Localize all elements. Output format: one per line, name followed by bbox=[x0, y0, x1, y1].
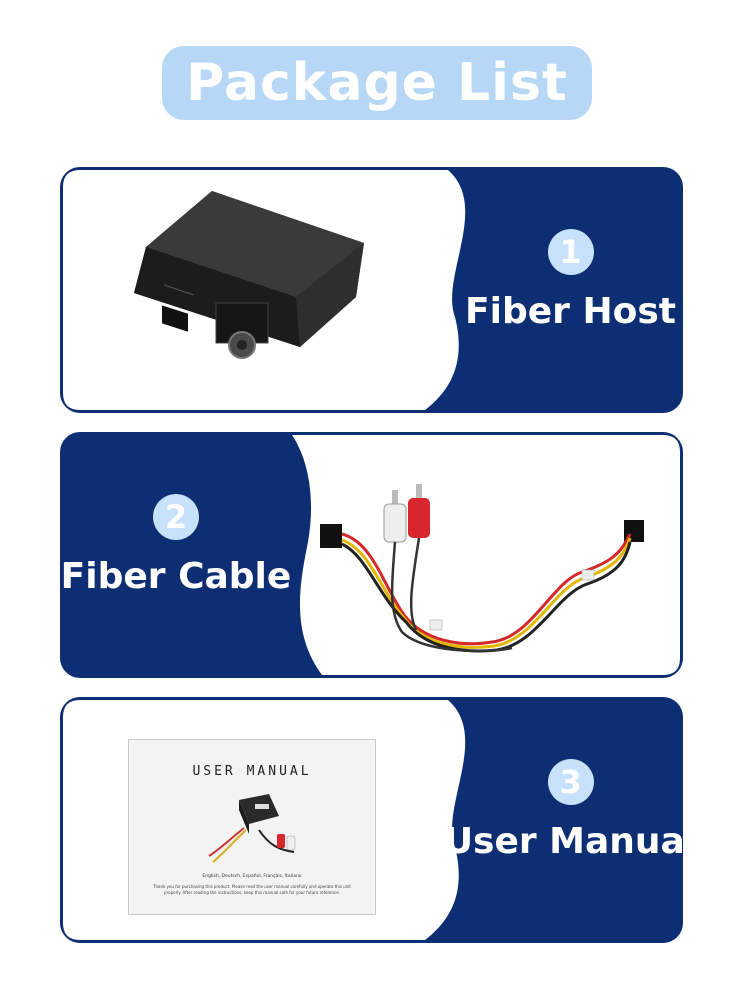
package-list-banner: Package List bbox=[162, 46, 592, 120]
item-label-2: 2 Fiber Cable bbox=[60, 494, 292, 597]
item-title: Fiber Cable bbox=[60, 556, 292, 597]
user-manual-image: USER MANUAL English, Deutsch, Español, F… bbox=[128, 739, 376, 915]
package-item-fiber-host: 1 Fiber Host bbox=[60, 167, 683, 413]
fiber-cable-image bbox=[320, 484, 644, 653]
card-white-area bbox=[292, 435, 680, 675]
number-badge: 1 bbox=[547, 229, 594, 275]
item-label-3: 3 User Manual bbox=[444, 759, 683, 862]
page-title: Package List bbox=[186, 53, 568, 113]
package-item-fiber-cable: 2 Fiber Cable bbox=[60, 432, 683, 678]
item-title: Fiber Host bbox=[465, 291, 676, 332]
item-title: User Manual bbox=[443, 821, 683, 862]
manual-intro-text: Thank you for purchasing this product. P… bbox=[153, 884, 351, 895]
item-label-1: 1 Fiber Host bbox=[458, 229, 683, 332]
manual-product-illustration bbox=[208, 794, 296, 863]
manual-title: USER MANUAL bbox=[192, 764, 312, 779]
manual-languages: English, Deutsch, Español, Français, Ita… bbox=[202, 874, 302, 879]
package-item-user-manual: USER MANUAL English, Deutsch, Español, F… bbox=[60, 697, 683, 943]
number-badge: 2 bbox=[153, 494, 199, 540]
fiber-host-image bbox=[134, 191, 364, 359]
number-badge: 3 bbox=[547, 759, 594, 805]
